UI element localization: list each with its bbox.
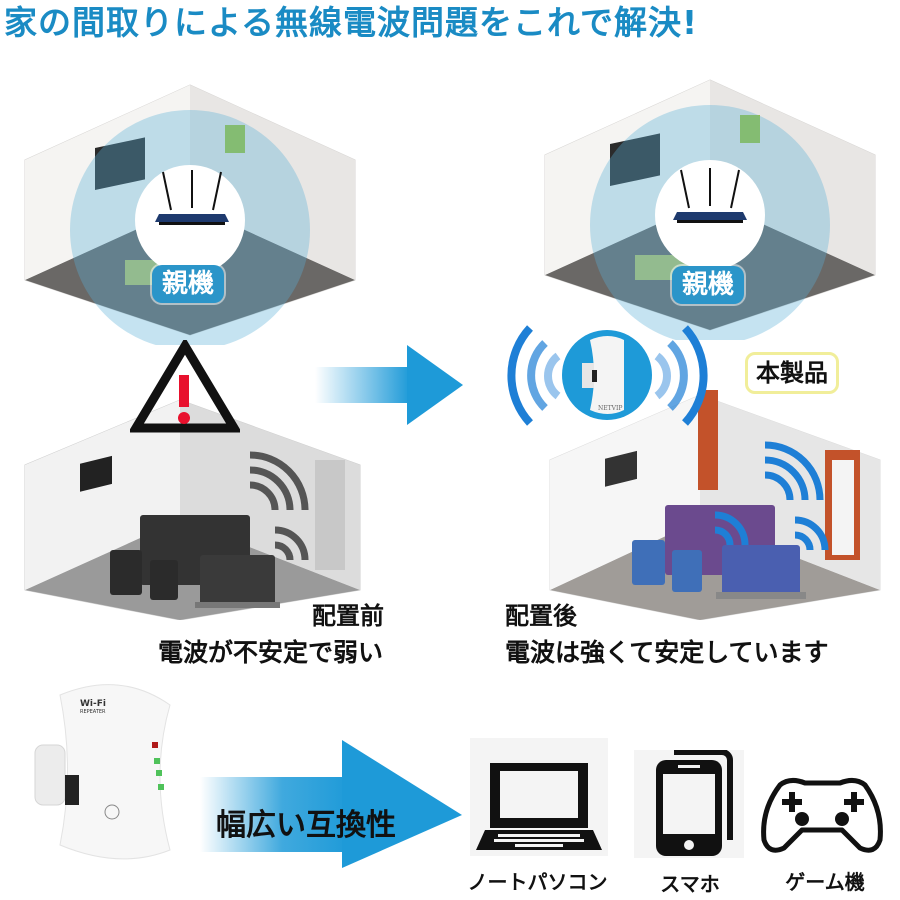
- smartphone-icon: [656, 749, 733, 856]
- this-product-tag: 本製品: [745, 352, 839, 394]
- laptop-icon: [476, 763, 602, 850]
- warning-triangle-icon: [130, 340, 240, 433]
- room-top-right-illustration: 親機: [535, 60, 885, 340]
- after-title: 配置後: [505, 602, 577, 630]
- room-after-illustration: [540, 385, 890, 620]
- device-label-smartphone: スマホ: [660, 872, 720, 896]
- arrow-right-icon: [315, 345, 463, 425]
- device-label-gamepad: ゲーム機: [785, 870, 865, 894]
- device-brand-text: Wi-Fi: [80, 699, 106, 709]
- compatibility-label: 幅広い互換性: [216, 808, 396, 843]
- after-caption: 電波は強くて安定しています: [505, 638, 829, 667]
- repeater-brand: NETVIP: [598, 405, 622, 412]
- headline: 家の間取りによる無線電波問題をこれで解決!: [4, 3, 699, 42]
- room-top-left-illustration: 親機: [15, 65, 365, 345]
- before-caption: 電波が不安定で弱い: [158, 638, 384, 667]
- smartphone-tile: [634, 749, 744, 858]
- device-label-laptop: ノートパソコン: [467, 870, 608, 894]
- svg-text:REPEATER: REPEATER: [80, 709, 106, 715]
- room-before-illustration: [15, 390, 375, 620]
- main-router-badge: 親機: [152, 265, 225, 303]
- wifi-repeater-product: Wi-Fi REPEATER: [34, 684, 171, 860]
- router-icon: [673, 168, 747, 223]
- compatibility-arrow-icon: [200, 740, 462, 868]
- router-icon: [155, 170, 229, 225]
- laptop-tile: [470, 738, 608, 856]
- before-title: 配置前: [312, 602, 384, 630]
- main-router-badge: 親機: [672, 266, 745, 304]
- gamepad-icon: [761, 777, 883, 853]
- repeater-signal-graphic: NETVIP: [507, 325, 708, 426]
